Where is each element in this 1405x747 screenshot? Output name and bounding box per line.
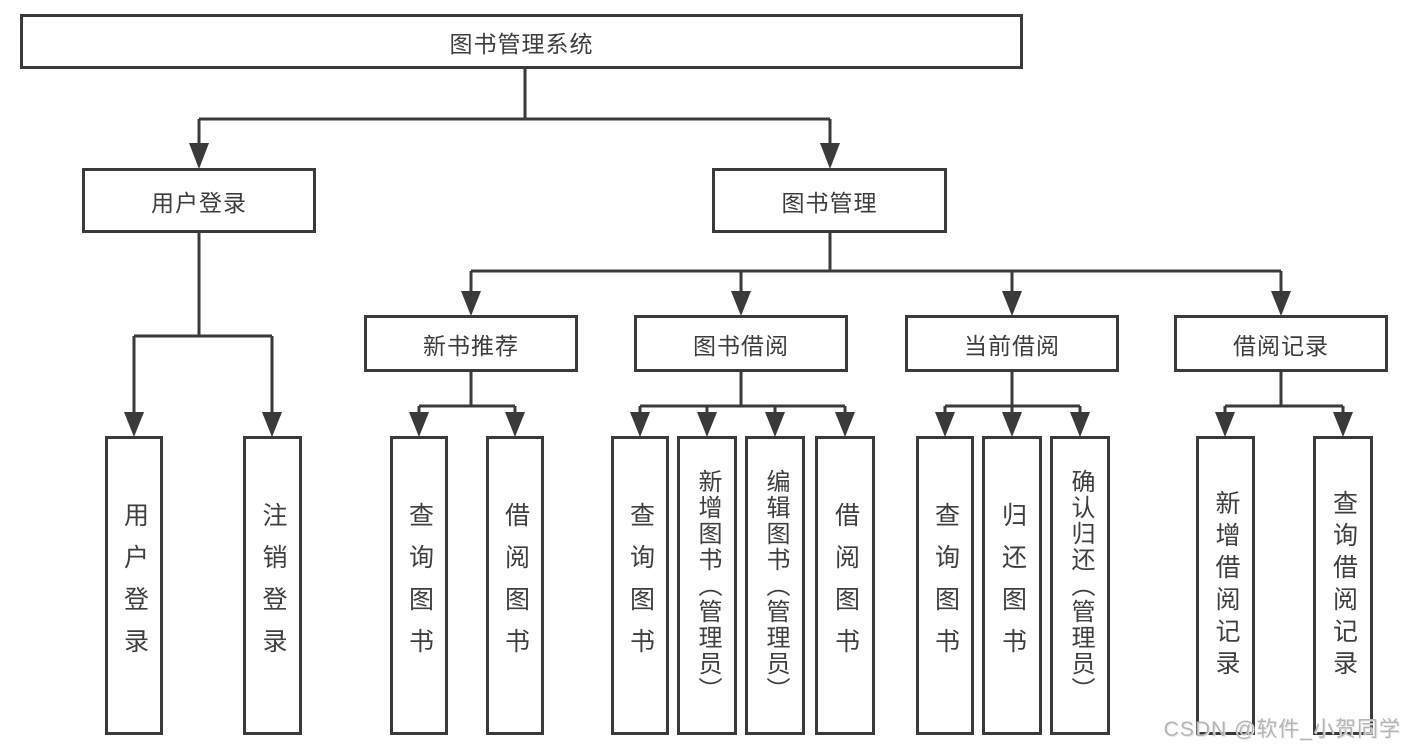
leaf-label: 借阅图书 — [831, 501, 860, 670]
leaf-query-books-borrow: 查询图书 — [611, 436, 669, 735]
leaf-label: 新增借阅记录 — [1212, 489, 1240, 682]
leaf-edit-book-admin: 编辑图书（管理员） — [745, 436, 805, 735]
leaf-borrow-books-recommend: 借阅图书 — [486, 436, 544, 735]
leaf-label: 查询图书 — [626, 501, 655, 670]
leaf-label: 查询借阅记录 — [1329, 489, 1358, 682]
leaf-label: 编辑图书（管理员） — [762, 468, 789, 703]
leaf-user-login: 用户登录 — [105, 436, 163, 735]
leaf-add-book-admin: 新增图书（管理员） — [677, 436, 737, 735]
leaf-query-borrow-record: 查询借阅记录 — [1313, 436, 1373, 735]
node-label: 借阅记录 — [1233, 332, 1329, 359]
node-label: 图书借阅 — [693, 332, 789, 359]
node-label: 图书管理系统 — [449, 30, 594, 57]
node-borrow-records: 借阅记录 — [1174, 315, 1388, 372]
leaf-query-books-current: 查询图书 — [916, 436, 974, 735]
leaf-label: 查询图书 — [405, 501, 434, 670]
leaf-label: 注销登录 — [259, 501, 287, 670]
leaf-label: 查询图书 — [931, 501, 960, 670]
leaf-borrow-books: 借阅图书 — [815, 436, 875, 735]
node-label: 用户登录 — [151, 189, 247, 216]
node-book-management: 图书管理 — [712, 168, 947, 233]
leaf-confirm-return-admin: 确认归还（管理员） — [1050, 436, 1110, 735]
leaf-label: 用户登录 — [120, 501, 149, 670]
leaf-label: 归还图书 — [998, 501, 1027, 670]
node-user-login: 用户登录 — [82, 168, 316, 233]
leaf-label: 借阅图书 — [501, 501, 530, 670]
node-book-borrow: 图书借阅 — [634, 315, 848, 372]
leaf-query-books-recommend: 查询图书 — [390, 436, 448, 735]
node-library-management-system: 图书管理系统 — [20, 14, 1023, 69]
leaf-return-books: 归还图书 — [982, 436, 1042, 735]
node-current-borrow: 当前借阅 — [905, 315, 1119, 372]
node-new-book-recommend: 新书推荐 — [364, 315, 578, 372]
node-label: 图书管理 — [781, 189, 878, 216]
leaf-logout: 注销登录 — [243, 436, 302, 735]
leaf-label: 确认归还（管理员） — [1067, 468, 1094, 703]
node-label: 当前借阅 — [964, 332, 1060, 359]
leaf-label: 新增图书（管理员） — [694, 468, 721, 703]
node-label: 新书推荐 — [423, 332, 519, 359]
csdn-watermark: CSDN @软件_小贺同学 — [1163, 718, 1401, 741]
leaf-add-borrow-record: 新增借阅记录 — [1196, 436, 1255, 735]
